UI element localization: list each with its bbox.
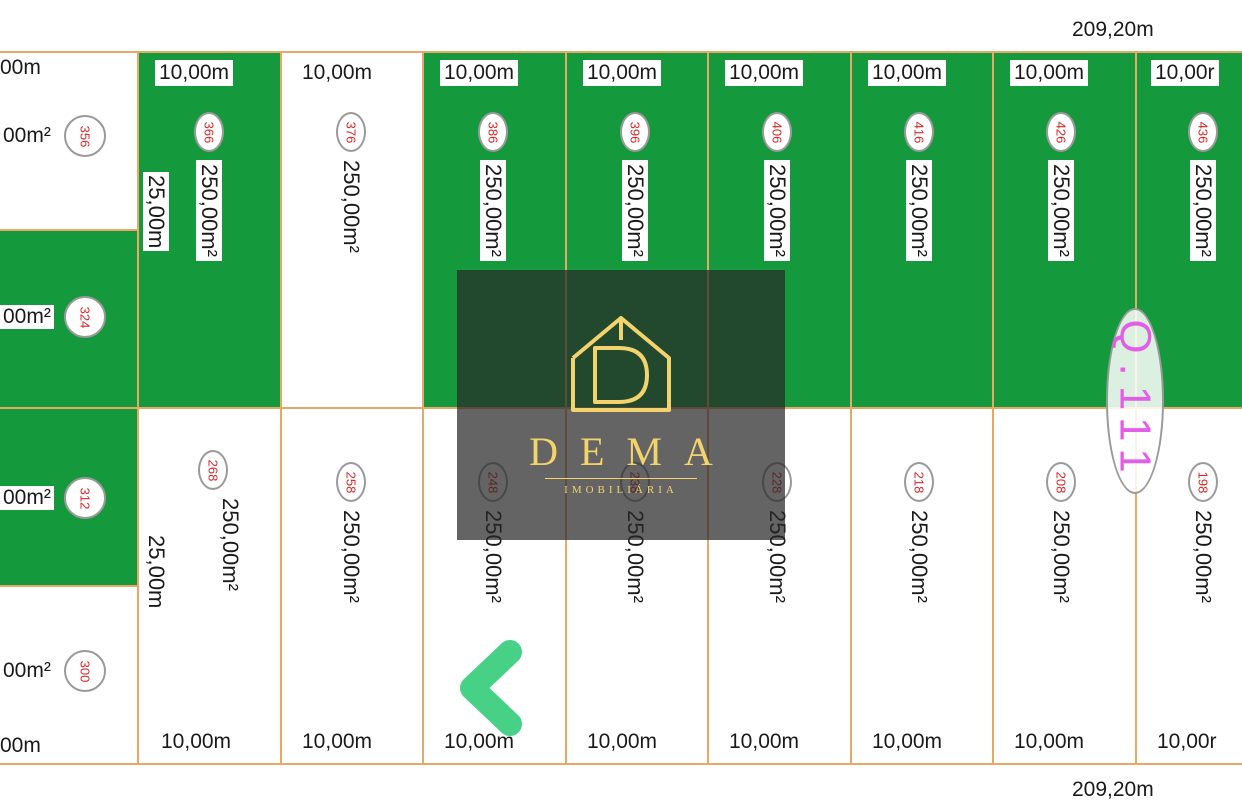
lot-number-badge: 258 [336, 462, 366, 502]
lot-number-badge: 324 [63, 296, 106, 338]
lot-area: 250,00m² [1048, 160, 1074, 261]
lot-406[interactable]: 406 250,00m² [762, 112, 792, 261]
lot-area: 250,00m² [1190, 160, 1216, 261]
lot-area: 250,00m² [907, 510, 932, 603]
lot-376[interactable]: 376 250,00m² [336, 112, 366, 253]
lot-width-258: 10,00m [302, 730, 373, 753]
watermark-brand-name: DEMA [529, 429, 735, 474]
lot-width-376: 10,00m [302, 61, 373, 84]
lot-width-228: 10,00m [729, 730, 800, 753]
lot-area: 250,00m² [480, 160, 506, 261]
lot-area: 250,00m² [218, 498, 243, 591]
lot-198[interactable]: 198 250,00m² [1188, 462, 1218, 603]
lot-number-badge: 218 [904, 462, 934, 502]
lot-208[interactable]: 208 250,00m² [1046, 462, 1076, 603]
lot-number-badge: 396 [620, 112, 650, 152]
lot-324[interactable]: 00m² 324 [0, 296, 106, 338]
lot-area: 250,00m² [339, 160, 364, 253]
lot-300[interactable]: 00m² 300 [0, 650, 106, 692]
lot-number-badge: 366 [194, 112, 224, 152]
lot-312[interactable]: 00m² 312 [0, 477, 106, 519]
lot-width-406: 10,00m [725, 60, 804, 86]
lot-number-badge: 436 [1188, 112, 1218, 152]
lot-number-badge: 386 [478, 112, 508, 152]
lot-area: 00m² [0, 486, 54, 510]
total-width-bottom: 209,20m [1072, 778, 1154, 801]
lot-area: 00m² [3, 659, 51, 682]
house-d-logo-icon [571, 316, 671, 412]
lot-area: 250,00m² [764, 160, 790, 261]
lot-386[interactable]: 386 250,00m² [478, 112, 508, 261]
lot-number-badge: 312 [63, 477, 106, 519]
lot-268[interactable]: 268 250,00m² [185, 450, 243, 591]
lot-width-218: 10,00m [872, 730, 943, 753]
lot-number-badge: 300 [63, 650, 106, 692]
lot-width-426: 10,00m [1010, 60, 1089, 86]
lot-width-436: 10,00r [1151, 60, 1219, 86]
lot-width-416: 10,00m [868, 60, 947, 86]
watermark-subtitle: IMOBILIÁRIA [564, 484, 678, 496]
lot-depth-bottom: 25,00m [144, 535, 169, 609]
lot-width-248: 10,00m [444, 730, 515, 753]
left-width-bottom: 00m [0, 734, 41, 757]
lot-width-268: 10,00m [161, 730, 232, 753]
lot-width-366: 10,00m [155, 60, 234, 86]
lot-396[interactable]: 396 250,00m² [620, 112, 650, 261]
lot-number-badge: 426 [1046, 112, 1076, 152]
lot-number-badge: 198 [1188, 462, 1218, 502]
lot-number-badge: 356 [63, 115, 106, 157]
lot-area: 250,00m² [622, 160, 648, 261]
lot-356[interactable]: 00m² 356 [0, 115, 106, 157]
lot-width-238: 10,00m [587, 730, 658, 753]
lot-number-badge: 268 [198, 450, 228, 490]
quadra-label: Q.111 [1106, 308, 1164, 494]
lot-number-badge: 416 [904, 112, 934, 152]
lot-width-396: 10,00m [583, 60, 662, 86]
lot-area: 250,00m² [196, 160, 222, 261]
lot-depth-top: 25,00m [143, 172, 169, 252]
lot-426[interactable]: 426 250,00m² [1046, 112, 1076, 261]
lot-width-208: 10,00m [1014, 730, 1085, 753]
lot-area: 250,00m² [1191, 510, 1216, 603]
lot-block-376 [281, 52, 423, 408]
watermark-divider [545, 478, 697, 479]
lot-218[interactable]: 218 250,00m² [904, 462, 934, 603]
lot-number-badge: 406 [762, 112, 792, 152]
dema-watermark: DEMA IMOBILIÁRIA [457, 270, 785, 540]
lot-area: 00m² [3, 124, 51, 147]
left-width-top: 00m [0, 56, 41, 79]
lot-366[interactable]: 366 250,00m² [194, 112, 224, 261]
total-width-top: 209,20m [1072, 18, 1154, 41]
lot-width-198: 10,00r [1157, 730, 1217, 753]
lot-436[interactable]: 436 250,00m² [1188, 112, 1218, 261]
lot-width-386: 10,00m [440, 60, 519, 86]
lot-area: 00m² [0, 305, 54, 329]
lot-area: 250,00m² [1049, 510, 1074, 603]
lot-416[interactable]: 416 250,00m² [904, 112, 934, 261]
lot-258[interactable]: 258 250,00m² [336, 462, 366, 603]
lot-area: 250,00m² [339, 510, 364, 603]
lot-area: 250,00m² [906, 160, 932, 261]
lot-number-badge: 208 [1046, 462, 1076, 502]
lot-number-badge: 376 [336, 112, 366, 152]
chevron-left-icon[interactable] [448, 638, 528, 738]
